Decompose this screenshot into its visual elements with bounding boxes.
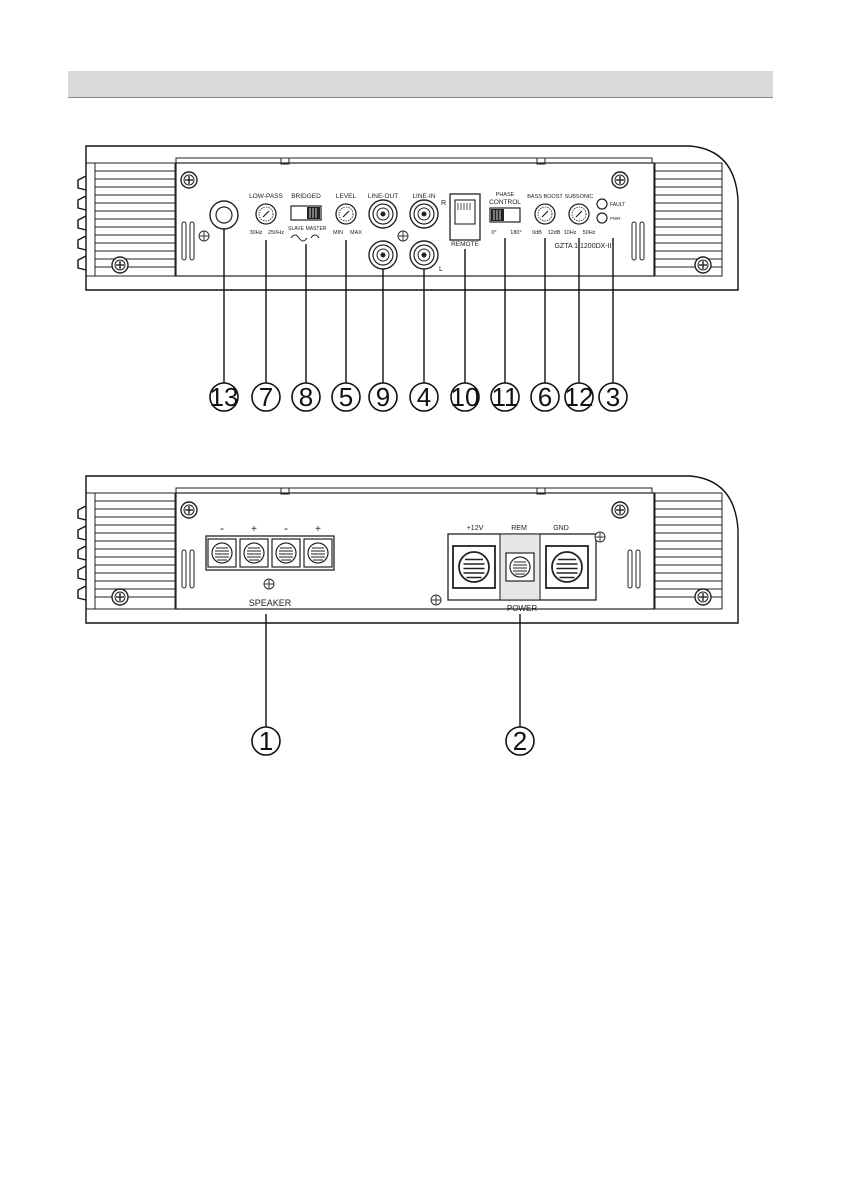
callout-13: 13	[210, 382, 239, 412]
power-terminal-gnd-label: GND	[553, 525, 569, 532]
screw-icon	[612, 502, 628, 518]
bass-boost-max-label: 12dB	[548, 230, 561, 236]
svg-text:10: 10	[451, 382, 480, 412]
screw-icon	[695, 589, 711, 605]
remote-label: REMOTE	[451, 241, 479, 248]
bridged-switch	[291, 206, 321, 220]
screw-icon	[112, 257, 128, 273]
callout-5: 5	[332, 382, 360, 412]
front-panel: LOW-PASS 30Hz 250Hz BRIDGED SLAVE MASTER…	[78, 146, 738, 384]
phase-0-label: 0°	[491, 230, 496, 236]
remote-bass-input-jack	[210, 201, 238, 229]
callout-12: 12	[565, 382, 594, 412]
control-label: CONTROL	[489, 199, 521, 206]
line-out-label: LINE-OUT	[368, 193, 398, 200]
phase-180-label: 180°	[510, 230, 521, 236]
callout-2: 2	[506, 726, 534, 756]
callout-9: 9	[369, 382, 397, 412]
bass-boost-min-label: 0dB	[532, 230, 542, 236]
screw-icon	[112, 589, 128, 605]
screw-icon	[612, 172, 628, 188]
svg-text:12: 12	[565, 382, 594, 412]
callout-6: 6	[531, 382, 559, 412]
callout-4: 4	[410, 382, 438, 412]
callout-1: 1	[252, 726, 280, 756]
callout-11: 11	[491, 382, 519, 412]
rear-callouts: 1 2	[252, 726, 534, 756]
level-label: LEVEL	[336, 193, 357, 200]
remote-port	[450, 194, 480, 240]
svg-text:13: 13	[210, 382, 239, 412]
callout-7: 7	[252, 382, 280, 412]
speaker-polarity-3: -	[284, 521, 288, 535]
speaker-polarity-4: +	[315, 524, 321, 535]
slave-label: SLAVE	[288, 226, 304, 232]
svg-text:11: 11	[492, 382, 519, 412]
callout-3: 3	[599, 382, 627, 412]
svg-text:9: 9	[376, 382, 390, 412]
bass-boost-label: BASS BOOST	[527, 194, 563, 200]
svg-text:1: 1	[259, 726, 273, 756]
subsonic-min-label: 10Hz	[564, 230, 577, 236]
subsonic-label: SUBSONIC	[565, 194, 594, 200]
svg-text:6: 6	[538, 382, 552, 412]
screw-icon	[181, 502, 197, 518]
ground-icon	[595, 532, 605, 542]
right-heatsink	[655, 493, 722, 609]
level-knob	[336, 204, 356, 224]
bass-boost-knob	[535, 204, 555, 224]
low-pass-label: LOW-PASS	[249, 193, 283, 200]
ground-icon	[199, 231, 209, 241]
power-label: POWER	[507, 604, 537, 613]
speaker-polarity-2: +	[251, 524, 257, 535]
ground-icon	[431, 595, 441, 605]
master-label: MASTER	[306, 226, 327, 232]
fault-led-label: FAULT	[610, 202, 625, 208]
phase-control-switch	[490, 208, 520, 222]
ground-icon	[264, 579, 274, 589]
phase-label: PHASE	[496, 192, 515, 198]
speaker-polarity-1: -	[220, 521, 224, 535]
speaker-label: SPEAKER	[249, 598, 292, 608]
line-out-left-jack	[369, 241, 397, 269]
line-in-label: LINE-IN	[412, 193, 435, 200]
callout-8: 8	[292, 382, 320, 412]
low-pass-min-label: 30Hz	[250, 230, 263, 236]
bridged-label: BRIDGED	[291, 193, 321, 200]
subsonic-knob	[569, 204, 589, 224]
right-channel-label: R	[441, 200, 446, 207]
callout-10: 10	[451, 382, 480, 412]
screw-icon	[695, 257, 711, 273]
right-heatsink	[655, 163, 722, 276]
line-in-right-jack	[410, 200, 438, 228]
ground-icon	[398, 231, 408, 241]
left-heatsink	[78, 163, 175, 276]
power-terminal-12v-label: +12V	[467, 525, 484, 532]
power-terminal-block	[448, 534, 596, 600]
level-max-label: MAX	[350, 230, 362, 236]
line-in-left-jack	[410, 241, 438, 269]
line-out-right-jack	[369, 200, 397, 228]
power-led-label: PWR	[610, 216, 621, 221]
left-channel-label: L	[439, 266, 443, 273]
front-callouts: 13 7 8 5 9 4 10 11 6 12 3	[210, 382, 627, 412]
low-pass-max-label: 250Hz	[268, 230, 284, 236]
svg-text:8: 8	[299, 382, 313, 412]
svg-text:5: 5	[339, 382, 353, 412]
power-terminal-rem-label: REM	[511, 525, 527, 532]
rear-panel: - + - + SPEAKER +12V REM GND POWER	[78, 476, 738, 728]
subsonic-max-label: 50Hz	[583, 230, 596, 236]
model-label: GZTA 1.1200DX-II	[554, 243, 611, 250]
svg-text:2: 2	[513, 726, 527, 756]
level-min-label: MIN	[333, 230, 343, 236]
speaker-terminal-block	[206, 536, 334, 570]
svg-text:4: 4	[417, 382, 431, 412]
svg-text:3: 3	[606, 382, 620, 412]
low-pass-knob	[256, 204, 276, 224]
svg-text:7: 7	[259, 382, 273, 412]
screw-icon	[181, 172, 197, 188]
